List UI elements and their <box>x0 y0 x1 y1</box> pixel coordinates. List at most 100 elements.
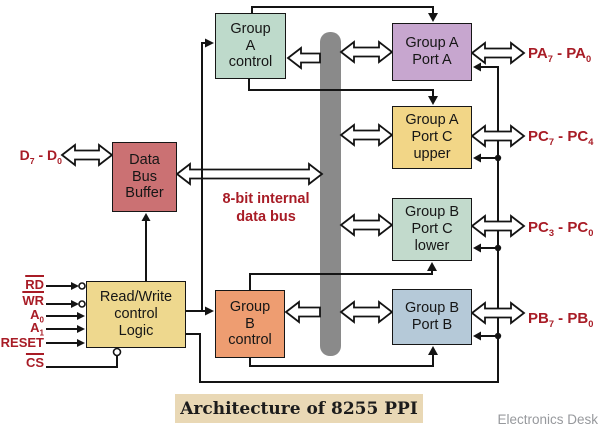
arrow-bus-pclower <box>339 213 394 237</box>
pcu-sub2: 4 <box>588 137 594 147</box>
d-pin-sep: - <box>34 147 48 163</box>
internal-bus-label: 8-bit internal data bus <box>222 191 310 226</box>
solid-arrowheads <box>71 13 502 355</box>
a1-sub: 1 <box>39 328 44 338</box>
group-b-control-block: Group B control <box>215 290 285 358</box>
pin-label-a1: A1 <box>0 320 44 338</box>
arrowhead-portb-bottom <box>428 346 438 355</box>
arrow-dbb-bus <box>175 162 324 186</box>
arrow-bus-gbc <box>284 300 321 324</box>
rd-bubble <box>78 282 86 290</box>
pa-base1: PA <box>528 45 548 62</box>
gbc-to-portb-line <box>249 354 434 367</box>
wr-text: WR <box>22 293 44 308</box>
port-b-block: Group B Port B <box>392 289 472 345</box>
pcl-base2: PC <box>567 219 589 236</box>
rw-to-gac-line <box>201 42 205 311</box>
rd-text: RD <box>25 277 44 292</box>
pa-base2: PA <box>566 45 586 62</box>
gbc-to-pclower-line <box>249 270 433 290</box>
data-bus-buffer-block: Data Bus Buffer <box>112 142 177 212</box>
pin-label-a0: A0 <box>0 307 44 325</box>
d-pin-sub1: 7 <box>29 155 35 166</box>
pcu-base2: PC <box>567 128 589 145</box>
pb-sub2: 0 <box>588 319 594 329</box>
arrowhead-a0 <box>77 312 85 320</box>
pin-label-pb7-pb0: PB7 - PB0 <box>528 310 593 329</box>
pin-label-pc3-pc0: PC3 - PC0 <box>528 219 593 238</box>
pb-base1: PB <box>528 310 549 327</box>
pcl-sub2: 0 <box>588 228 594 238</box>
pcl-sep: - <box>554 219 568 236</box>
arrow-pclower-pins <box>470 214 526 238</box>
port-c-upper-block: Group A Port C upper <box>392 106 472 169</box>
pb-sub1: 7 <box>548 319 555 329</box>
gac-to-pcupper-line <box>248 79 434 97</box>
bus-arrows <box>60 40 526 325</box>
arrowhead-into-gac <box>205 38 214 48</box>
rw-to-ports-control-line <box>186 66 499 383</box>
pin-label-d7-d0: D7 - D0 <box>6 147 62 166</box>
arrowhead-a1 <box>77 325 85 333</box>
arrow-porta-pins <box>470 41 526 65</box>
junction-dot-pclower <box>494 244 502 252</box>
arrowhead-pclower-bottom <box>427 262 437 271</box>
cs-text: CS <box>25 355 44 370</box>
reset-text: RESET <box>0 335 44 350</box>
pcu-sub1: 7 <box>548 137 555 147</box>
arrowhead-rd <box>71 282 79 290</box>
pb-base2: PB <box>567 310 589 327</box>
junction-dot-portb <box>494 332 502 340</box>
pin-label-cs: CS <box>0 355 44 370</box>
pa-sub2: 0 <box>585 54 592 64</box>
arrowhead-wr <box>71 300 79 308</box>
cs-lead <box>46 356 118 368</box>
a0-sub: 0 <box>39 315 44 325</box>
pin-label-reset: RESET <box>0 335 44 350</box>
d-pin-sub2: 0 <box>57 155 62 166</box>
cs-bubble <box>112 347 122 357</box>
a1-base: A <box>30 320 40 335</box>
d-pin-base2: D <box>47 147 58 163</box>
arrowhead-pcupper-top <box>428 96 438 105</box>
arrowhead-ctrl-porta <box>473 62 481 72</box>
port-a-block: Group A Port A <box>392 23 472 81</box>
arrow-bus-portb <box>339 300 394 324</box>
arrow-bus-gac <box>286 46 321 70</box>
pcu-sep: - <box>554 128 568 145</box>
wr-bubble <box>78 300 86 308</box>
arrowhead-ctrl-portb <box>473 331 481 341</box>
arrowhead-ctrl-pcupper <box>473 153 481 163</box>
pcl-base1: PC <box>528 219 549 236</box>
arrowhead-into-gbc <box>205 306 214 316</box>
pin-label-pa7-pa0: PA7 - PA0 <box>528 45 591 64</box>
arrowhead-ctrl-pclower <box>473 243 481 253</box>
pin-label-rd: RD <box>0 277 44 292</box>
pcu-base1: PC <box>528 128 549 145</box>
group-a-control-block: Group A control <box>215 13 286 79</box>
junction-dot-pcupper <box>494 154 502 162</box>
active-low-bubbles <box>78 282 122 357</box>
control-lines <box>46 6 499 383</box>
d-pin-base1: D <box>19 147 30 163</box>
arrowhead-into-dbb <box>141 213 151 221</box>
a0-base: A <box>30 307 40 322</box>
arrow-bus-pcupper <box>339 123 394 147</box>
pa-sub1: 7 <box>547 54 553 64</box>
gac-to-porta-line <box>251 6 434 14</box>
pa-sep: - <box>552 45 567 62</box>
arrow-bus-porta <box>339 40 394 64</box>
arrowhead-porta-top <box>428 13 438 22</box>
read-write-control-logic-block: Read/Write control Logic <box>86 281 186 348</box>
pin-label-wr: WR <box>0 293 44 308</box>
port-c-lower-block: Group B Port C lower <box>392 198 472 261</box>
watermark: Electronics Desk <box>497 412 598 427</box>
arrow-dpins-dbb <box>60 143 114 167</box>
pin-label-pc7-pc4: PC7 - PC4 <box>528 128 593 147</box>
arrow-portb-pins <box>470 301 526 325</box>
arrow-pcupper-pins <box>470 124 526 148</box>
arrowhead-reset <box>77 339 85 347</box>
diagram-caption: Architecture of 8255 PPI <box>175 394 423 423</box>
